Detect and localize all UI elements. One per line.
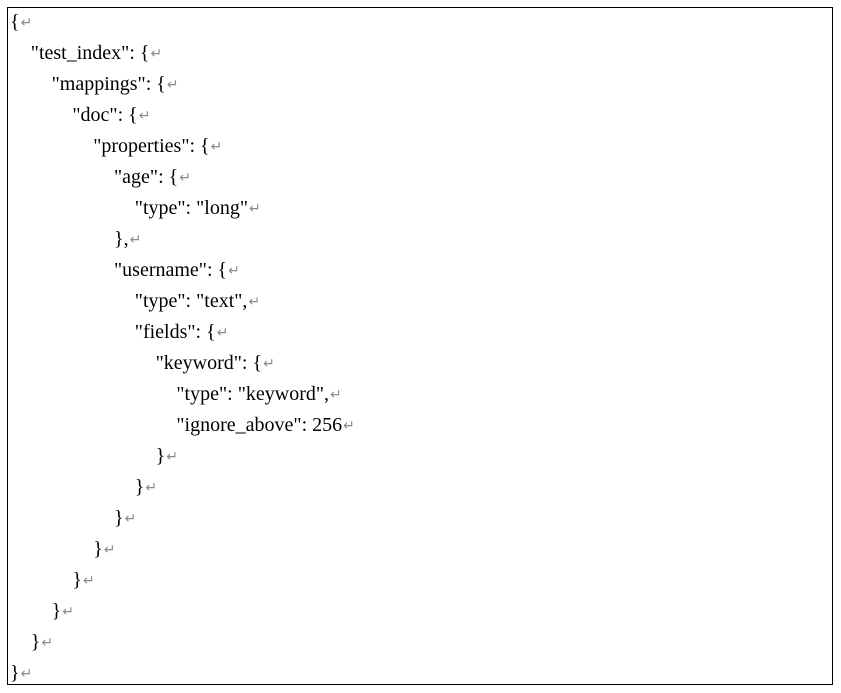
paragraph-mark-icon: ↵ — [343, 418, 355, 434]
code-line-text: } — [114, 507, 124, 529]
code-line: "type": "long"↵ — [135, 193, 261, 224]
code-line-text: "type": "text", — [134, 290, 248, 312]
code-line: }↵ — [31, 627, 53, 658]
code-line-text: { — [10, 11, 20, 33]
paragraph-mark-icon: ↵ — [145, 480, 158, 496]
code-line-text: } — [51, 600, 62, 622]
paragraph-mark-icon: ↵ — [138, 108, 151, 124]
paragraph-mark-icon: ↵ — [249, 201, 261, 217]
paragraph-mark-icon: ↵ — [62, 604, 74, 620]
paragraph-mark-icon: ↵ — [166, 449, 178, 465]
code-line-text: } — [10, 662, 20, 684]
paragraph-mark-icon: ↵ — [248, 294, 261, 310]
paragraph-mark-icon: ↵ — [216, 325, 229, 341]
code-line: }↵ — [135, 472, 157, 503]
code-line-text: }, — [114, 228, 129, 250]
code-line-text: "fields": { — [134, 321, 216, 343]
code-line: "properties": {↵ — [93, 131, 222, 162]
code-line: "test_index": {↵ — [31, 38, 162, 69]
code-line: }↵ — [156, 441, 178, 472]
code-line-text: "properties": { — [93, 135, 210, 157]
code-line: "mappings": {↵ — [52, 69, 179, 100]
paragraph-mark-icon: ↵ — [228, 263, 240, 279]
code-line: }↵ — [72, 565, 94, 596]
paragraph-mark-icon: ↵ — [330, 387, 342, 403]
code-line: }↵ — [114, 503, 136, 534]
code-line-text: "mappings": { — [51, 73, 166, 95]
code-line-text: "doc": { — [72, 104, 138, 126]
paragraph-mark-icon: ↵ — [83, 573, 95, 589]
code-line: "ignore_above": 256↵ — [176, 410, 354, 441]
code-line-text: } — [93, 538, 103, 560]
code-line-text: "type": "keyword", — [176, 383, 330, 405]
code-line: "username": {↵ — [114, 255, 240, 286]
code-line-text: } — [134, 476, 145, 498]
paragraph-mark-icon: ↵ — [263, 356, 275, 372]
code-line-text: } — [72, 569, 82, 591]
paragraph-mark-icon: ↵ — [20, 666, 33, 682]
code-line: "doc": {↵ — [72, 100, 150, 131]
code-line: "type": "keyword",↵ — [176, 379, 341, 410]
paragraph-mark-icon: ↵ — [103, 542, 116, 558]
code-line: },↵ — [114, 224, 141, 255]
paragraph-mark-icon: ↵ — [166, 77, 179, 93]
paragraph-mark-icon: ↵ — [20, 15, 33, 31]
code-line-text: "ignore_above": 256 — [176, 414, 343, 436]
document-frame: {↵"test_index": {↵"mappings": {↵"doc": {… — [7, 7, 833, 685]
code-line-text: "test_index": { — [30, 42, 150, 64]
code-line: }↵ — [52, 596, 74, 627]
code-line: {↵ — [10, 7, 32, 38]
paragraph-mark-icon: ↵ — [124, 511, 137, 527]
code-line: "age": {↵ — [114, 162, 191, 193]
code-line-text: "username": { — [114, 259, 228, 281]
paragraph-mark-icon: ↵ — [129, 232, 142, 248]
code-line: "fields": {↵ — [135, 317, 229, 348]
code-line: }↵ — [93, 534, 115, 565]
code-line: }↵ — [10, 658, 32, 689]
code-line-text: "age": { — [114, 166, 179, 188]
code-line-text: } — [155, 445, 166, 467]
paragraph-mark-icon: ↵ — [150, 46, 163, 62]
paragraph-mark-icon: ↵ — [210, 139, 223, 155]
code-line: "keyword": {↵ — [156, 348, 275, 379]
paragraph-mark-icon: ↵ — [41, 635, 54, 651]
code-line-text: "type": "long" — [134, 197, 248, 219]
code-line: "type": "text",↵ — [135, 286, 260, 317]
paragraph-mark-icon: ↵ — [179, 170, 191, 186]
code-line-text: } — [30, 631, 41, 653]
code-line-text: "keyword": { — [155, 352, 263, 374]
